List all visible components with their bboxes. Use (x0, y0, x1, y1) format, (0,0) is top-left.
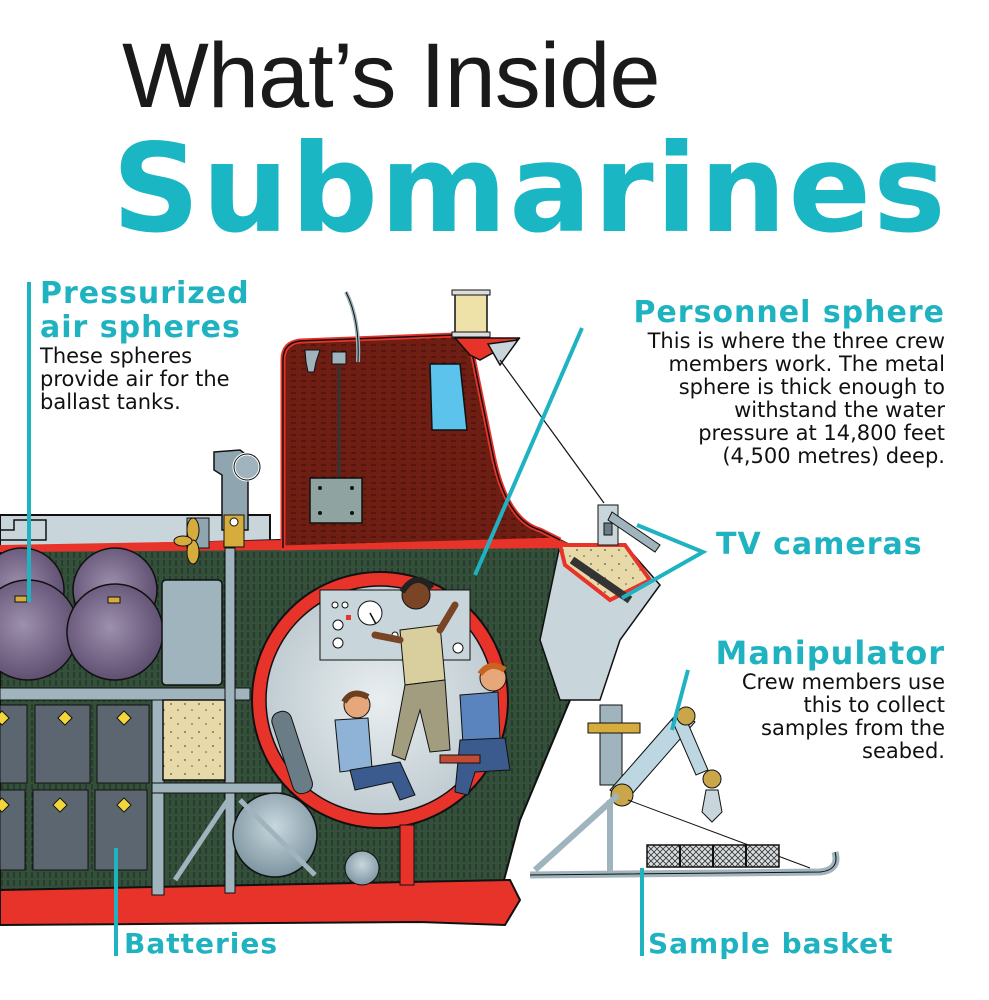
sail-window (429, 363, 468, 431)
callout-body-line: (4,500 metres) deep. (722, 444, 945, 468)
callout-heading: air spheres (40, 310, 241, 345)
callout-batteries: Batteries (124, 928, 278, 960)
personnel-sphere-graphic (251, 571, 511, 886)
callout-heading: Personnel sphere (633, 295, 945, 330)
callout-body-line: sphere is thick enough to (678, 375, 945, 399)
leader-personnel-sphere (473, 327, 584, 576)
lower-tank (172, 792, 380, 886)
leader-lines (27, 282, 708, 956)
callout-body-line: provide air for the (40, 367, 230, 391)
callout-heading: Batteries (124, 927, 279, 960)
callout-body-line: pressure at 14,800 feet (698, 421, 945, 445)
bow-equipment (529, 504, 840, 879)
callout-heading: Sample basket (648, 927, 894, 960)
callout-body-line: These spheres (40, 344, 193, 368)
callout-body-line: this to collect (803, 693, 945, 717)
callout-body-line: members work. The metal (668, 352, 945, 376)
sail-tower (280, 289, 605, 551)
callout-body-line: Crew members use (741, 670, 945, 694)
callout-body-line: seabed. (862, 739, 945, 763)
leader-manipulator (670, 669, 690, 731)
pipework (0, 547, 283, 896)
callout-heading: Pressurized (40, 276, 250, 311)
callout-tv-cameras: TV cameras (716, 528, 923, 562)
callout-heading: Manipulator (715, 634, 945, 672)
callout-body-line: withstand the water (734, 398, 945, 422)
callout-body-line: samples from the (761, 716, 945, 740)
callout-manipulator: Manipulator Crew members use this to col… (716, 635, 946, 763)
beacon-light (454, 291, 488, 337)
stern-fittings (173, 449, 262, 565)
callout-sample-basket: Sample basket (648, 928, 893, 960)
air-spheres (0, 547, 164, 681)
callout-personnel-sphere: Personnel sphere This is where the three… (633, 296, 945, 468)
callout-body-line: This is where the three crew (647, 329, 945, 353)
title-line-1: What’s Inside (122, 25, 661, 127)
batteries-graphic (0, 704, 150, 871)
ballast-block (162, 699, 226, 781)
leader-tv-cameras (621, 523, 708, 600)
page-title: Submarines (112, 118, 948, 260)
callout-body-line: ballast tanks. (40, 390, 181, 414)
callout-air-spheres: Pressurized air spheres These spheres pr… (40, 277, 250, 414)
callout-heading: TV cameras (716, 527, 923, 562)
ballast-tank (161, 579, 223, 686)
